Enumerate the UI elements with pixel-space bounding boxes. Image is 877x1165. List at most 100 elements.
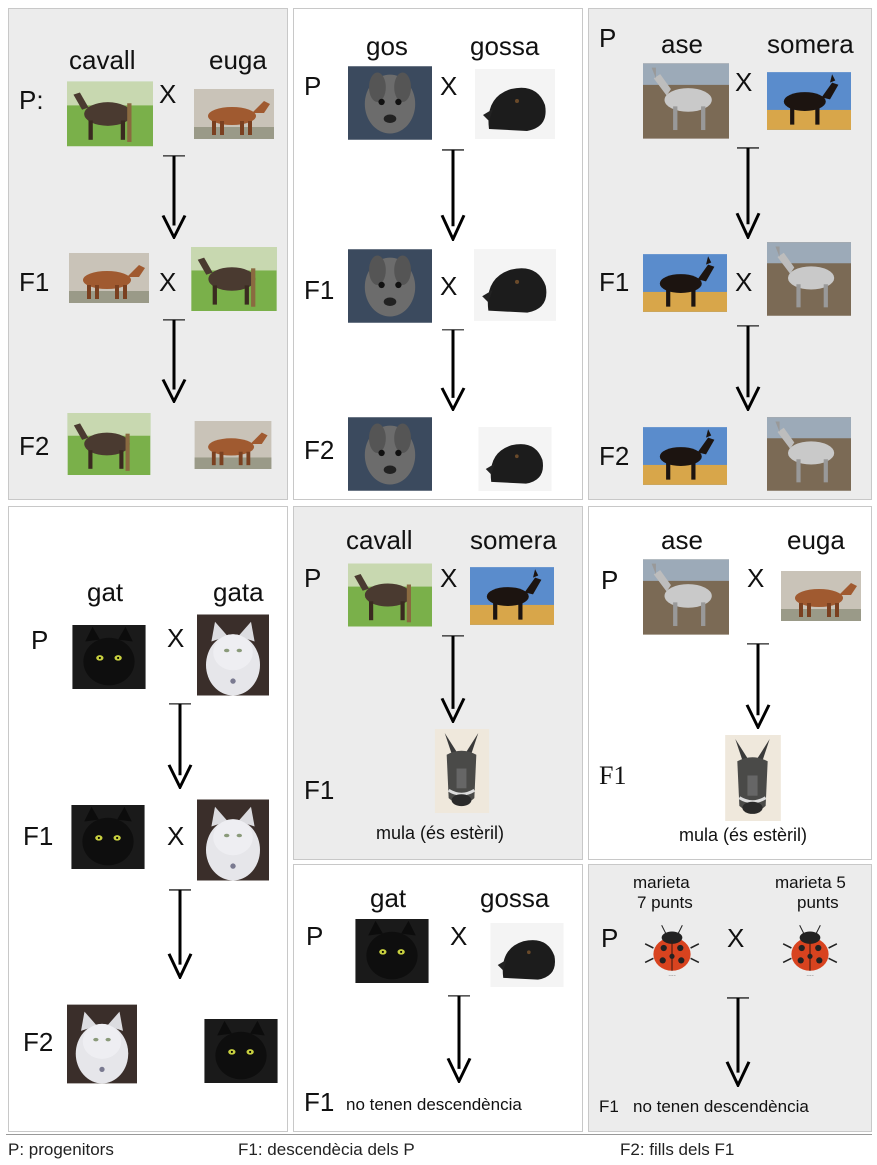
- cross-symbol: X: [159, 267, 177, 297]
- ladybug-5-spots-image: [779, 917, 841, 979]
- arrow-icon: [159, 155, 189, 239]
- donkey-black-image: [643, 253, 727, 313]
- cross-symbol: X: [450, 921, 468, 951]
- generation-p-label: P: [599, 23, 617, 53]
- panel-horse: cavall euga P: X F1 X F2: [8, 8, 288, 500]
- cat-white-image: [67, 1001, 137, 1087]
- generation-p-label: P: [306, 921, 324, 951]
- dog-gray-image: [348, 417, 432, 491]
- dog-gray-image: [348, 65, 432, 141]
- cross-symbol: X: [747, 563, 765, 593]
- cross-symbol: X: [440, 563, 458, 593]
- panel-donkey: P ase somera X F1 X F2: [588, 8, 872, 500]
- dog-gray-image: [348, 245, 432, 327]
- result-caption: mula (és estèril): [376, 823, 505, 843]
- arrow-icon: [743, 643, 773, 729]
- female-label: gossa: [480, 883, 550, 913]
- donkey-gray-image: [767, 415, 851, 493]
- panel-mule-donkey-horse: ase euga P X F1 mula (és estèril): [588, 506, 872, 860]
- legend-f1: F1: descendècia dels P: [238, 1140, 415, 1159]
- generation-p-label: P: [601, 923, 619, 953]
- horse-dark-image: [348, 563, 432, 627]
- horse-brown-image: [67, 253, 151, 303]
- horse-dark-image: [67, 81, 153, 147]
- arrow-icon: [444, 995, 474, 1083]
- cat-black-image: [67, 805, 149, 869]
- cross-symbol: X: [167, 821, 185, 851]
- legend-progenitors: P: progenitors: [8, 1140, 114, 1159]
- donkey-black-image: [470, 567, 554, 625]
- result-caption: mula (és estèril): [679, 825, 808, 845]
- panel-cat: gat gata P X F1 X F2: [8, 506, 288, 1132]
- cross-symbol: X: [159, 79, 177, 109]
- cross-symbol: X: [440, 271, 458, 301]
- generation-f1-label: F1: [19, 267, 50, 297]
- arrow-icon: [733, 325, 763, 411]
- generation-p-label: P: [601, 565, 619, 595]
- generation-f1-label: F1: [304, 775, 335, 805]
- cross-symbol: X: [440, 71, 458, 101]
- legend-f2: F2: fills dels F1: [620, 1140, 735, 1159]
- donkey-gray-image: [643, 63, 729, 139]
- horse-brown-image: [193, 89, 275, 139]
- generation-f2-label: F2: [23, 1027, 54, 1057]
- male-label: gat: [370, 883, 407, 913]
- cat-white-image: [197, 799, 269, 881]
- generation-p-label: P: [304, 563, 322, 593]
- cat-black-image: [199, 1019, 283, 1083]
- donkey-gray-image: [767, 241, 851, 317]
- panel-dog: gos gossa P X F1 X F2: [293, 8, 583, 500]
- male-label-line1: marieta: [633, 873, 690, 892]
- arrow-icon: [159, 319, 189, 403]
- panel-mule-horse-donkey: cavall somera P X F1 mula (és estèril): [293, 506, 583, 860]
- dog-black-image: [486, 923, 568, 987]
- arrow-icon: [723, 997, 753, 1087]
- female-label: euga: [209, 45, 267, 75]
- generation-f1-label: F1: [23, 821, 54, 851]
- generation-f1-label: F1: [599, 1097, 619, 1116]
- female-label: gata: [213, 577, 264, 607]
- male-label: cavall: [69, 45, 136, 75]
- generation-p-label: P: [31, 625, 49, 655]
- cat-white-image: [197, 613, 269, 697]
- female-label: gossa: [470, 31, 540, 61]
- cross-symbol: X: [167, 623, 185, 653]
- male-label: gat: [87, 577, 124, 607]
- female-label: euga: [787, 525, 845, 555]
- cat-black-image: [67, 625, 151, 689]
- arrow-icon: [438, 635, 468, 723]
- donkey-black-image: [643, 427, 727, 485]
- horse-brown-image: [191, 421, 275, 469]
- cross-symbol: X: [735, 67, 753, 97]
- divider: [6, 1134, 872, 1135]
- cat-black-image: [350, 919, 434, 983]
- generation-p-label: P:: [19, 85, 44, 115]
- generation-f1-label: F1: [304, 1087, 335, 1117]
- mule-image: [434, 729, 490, 813]
- dog-black-image: [474, 69, 556, 139]
- male-label: ase: [661, 525, 703, 555]
- female-label-line2: punts: [797, 893, 839, 912]
- generation-f2-label: F2: [19, 431, 50, 461]
- arrow-icon: [438, 329, 468, 411]
- male-label: ase: [661, 29, 703, 59]
- female-label: somera: [767, 29, 854, 59]
- result-caption: no tenen descendència: [346, 1095, 522, 1114]
- cross-symbol: X: [735, 267, 753, 297]
- female-label-line1: marieta 5: [775, 873, 846, 892]
- male-label-line2: 7 punts: [637, 893, 693, 912]
- male-label: gos: [366, 31, 408, 61]
- cross-symbol: X: [727, 923, 745, 953]
- generation-p-label: P: [304, 71, 322, 101]
- dog-black-image: [474, 427, 556, 491]
- generation-f2-label: F2: [599, 441, 630, 471]
- panel-ladybug: marieta 7 punts marieta 5 punts P X F1 n…: [588, 864, 872, 1132]
- male-label: cavall: [346, 525, 413, 555]
- arrow-icon: [165, 703, 195, 789]
- mule-image: [725, 735, 781, 821]
- donkey-gray-image: [643, 557, 729, 637]
- arrow-icon: [165, 889, 195, 979]
- generation-f1-label: F1: [599, 761, 627, 790]
- horse-dark-image: [191, 247, 277, 311]
- female-label: somera: [470, 525, 557, 555]
